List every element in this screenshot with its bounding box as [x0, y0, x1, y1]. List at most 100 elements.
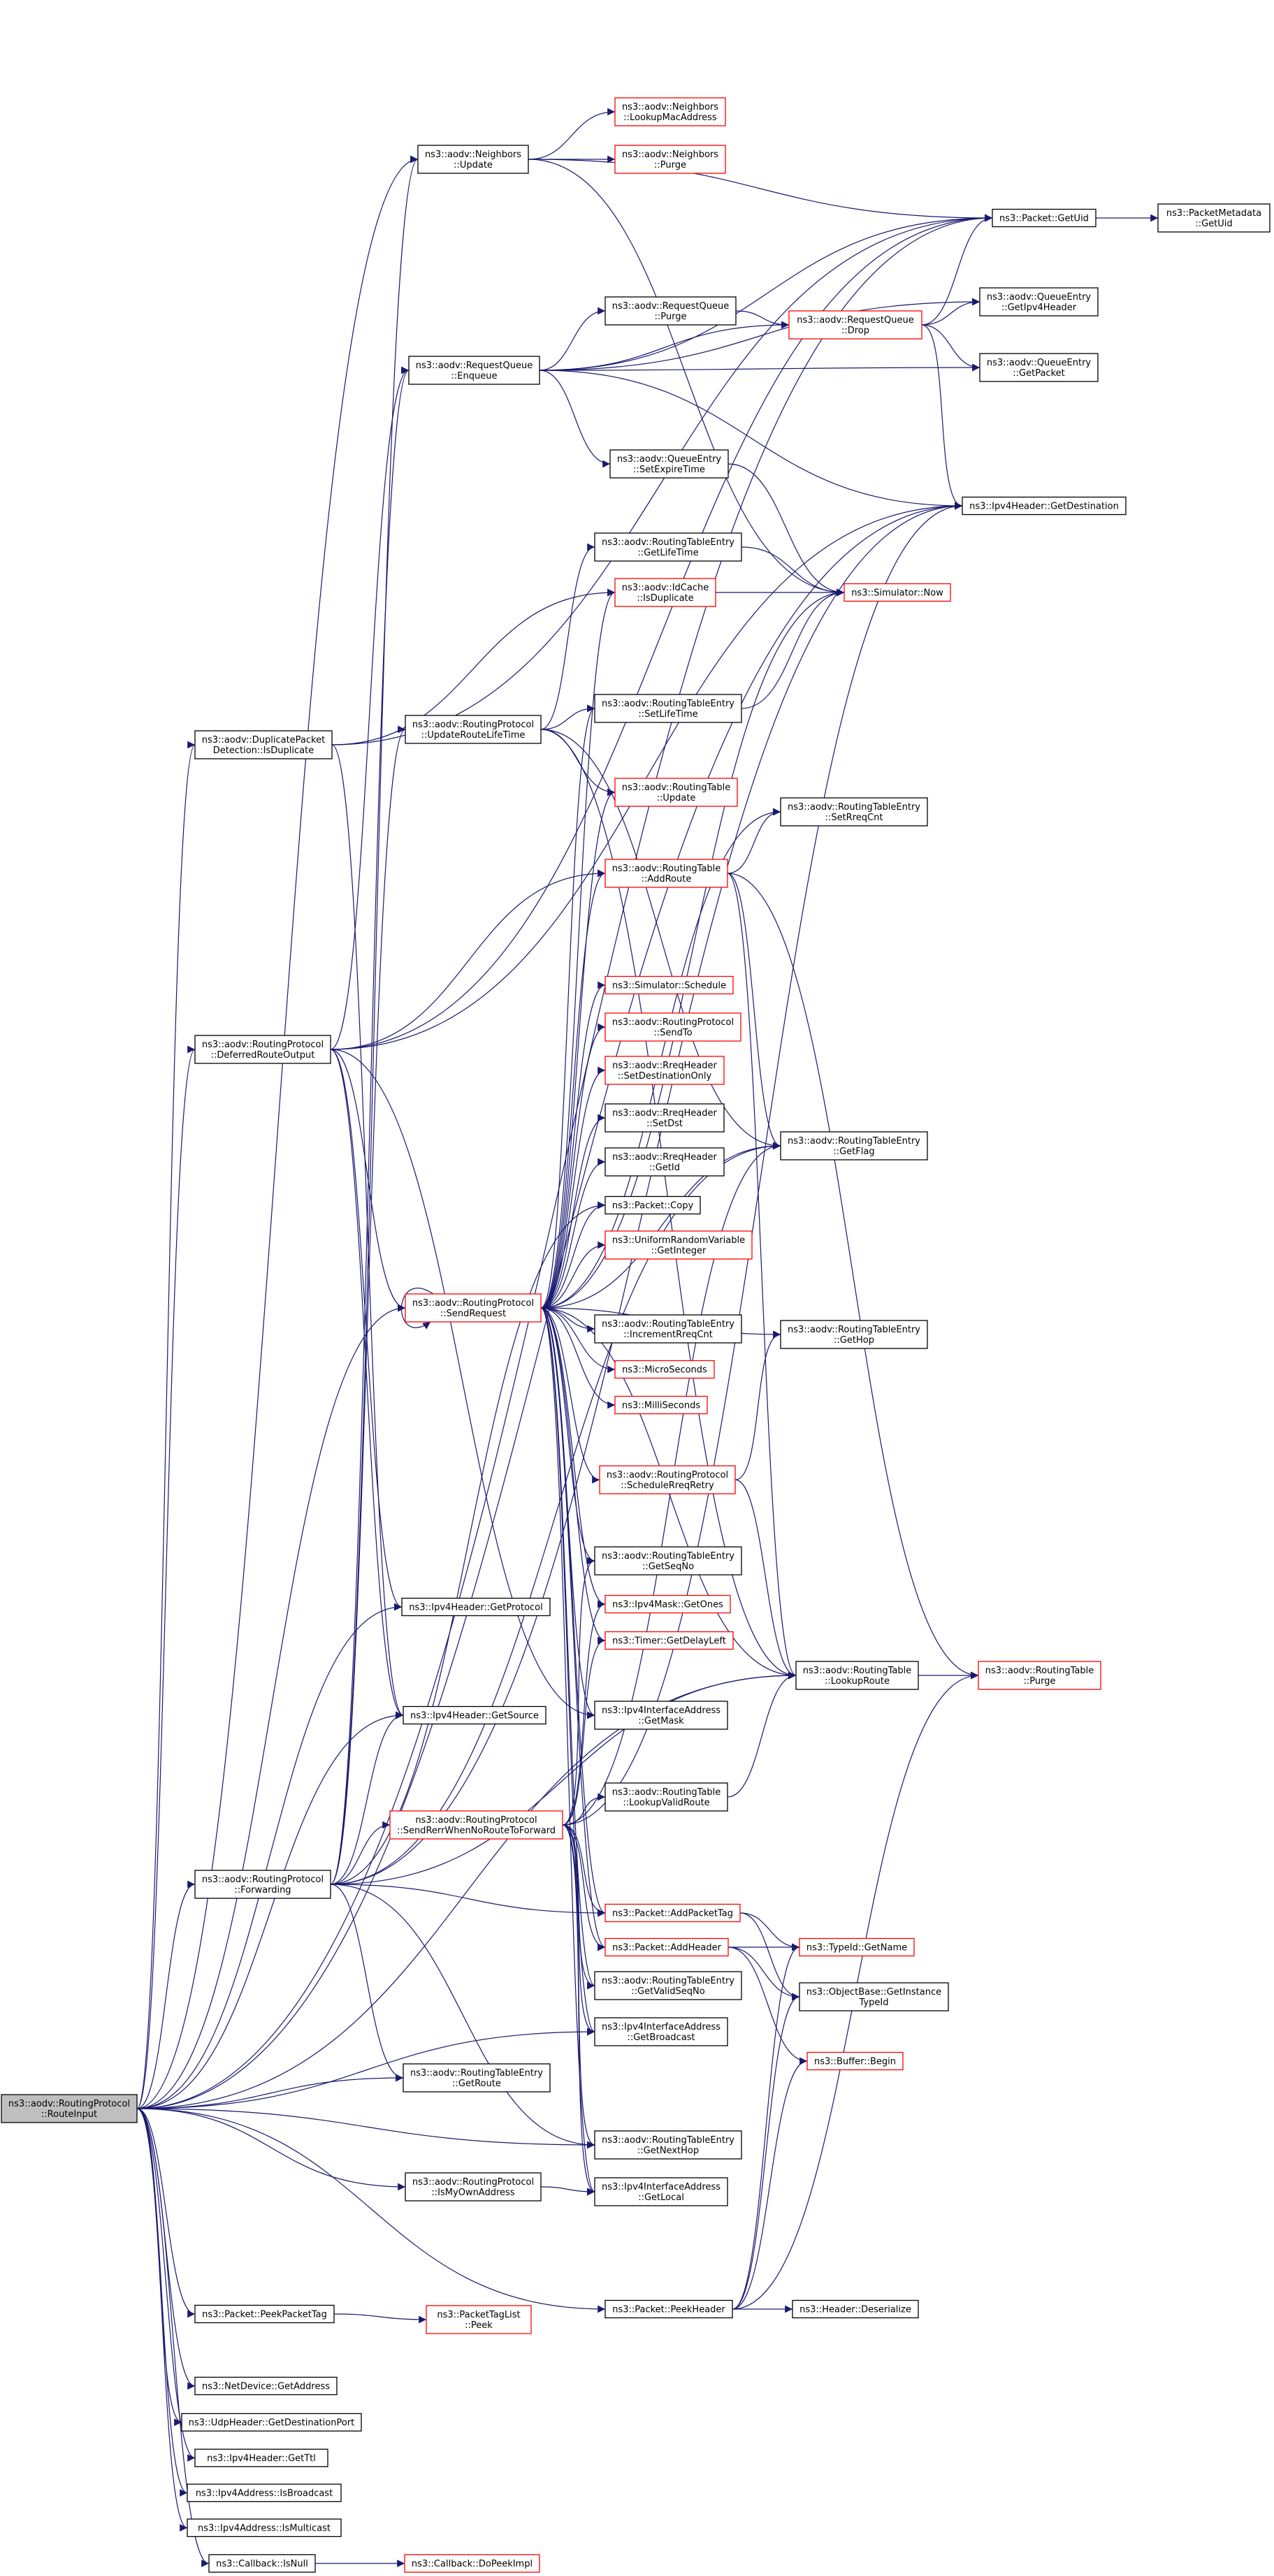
node-ifgetlocal[interactable]: ns3::Ipv4InterfaceAddress::GetLocal: [594, 2177, 728, 2206]
node-label-qegetpacket-1: ::GetPacket: [1013, 368, 1064, 379]
node-label-rqpurge-0: ns3::aodv::RequestQueue: [612, 301, 729, 312]
node-ismcast[interactable]: ns3::Ipv4Address::IsMulticast: [187, 2518, 342, 2538]
node-rreqgetid[interactable]: ns3::aodv::RreqHeader::GetId: [605, 1147, 725, 1177]
node-rtlookupvalid[interactable]: ns3::aodv::RoutingTable::LookupValidRout…: [605, 1782, 728, 1812]
node-rtaddroute[interactable]: ns3::aodv::RoutingTable::AddRoute: [605, 859, 728, 888]
edge-deferred-to-rtaddroute: [330, 869, 606, 1050]
edge-rqenqueue-to-getuid: [539, 214, 993, 371]
node-schedretry[interactable]: ns3::aodv::RoutingProtocol::ScheduleRreq…: [599, 1465, 736, 1494]
node-rreqsetdst[interactable]: ns3::aodv::RreqHeader::SetDst: [605, 1103, 725, 1133]
node-ifgetbcast[interactable]: ns3::Ipv4InterfaceAddress::GetBroadcast: [594, 2017, 728, 2046]
edge-sendreq-to-rtegetflag: [540, 1142, 781, 1309]
node-getdest[interactable]: ns3::Ipv4Header::GetDestination: [962, 496, 1127, 516]
node-label-nbpurge-1: ::Purge: [654, 160, 686, 170]
node-nblookup[interactable]: ns3::aodv::Neighbors::LookupMacAddress: [614, 97, 726, 126]
node-ismyown[interactable]: ns3::aodv::RoutingProtocol::IsMyOwnAddre…: [405, 2172, 542, 2202]
node-nbpurge[interactable]: ns3::aodv::Neighbors::Purge: [614, 145, 726, 174]
node-box-sendto: [605, 1012, 741, 1042]
node-typeidname[interactable]: ns3::TypeId::GetName: [799, 1937, 915, 1957]
node-rtegetlife[interactable]: ns3::aodv::RoutingTableEntry::GetLifeTim…: [594, 532, 742, 562]
node-qegetipv4[interactable]: ns3::aodv::QueueEntry::GetIpv4Header: [979, 287, 1099, 316]
node-addpkttag[interactable]: ns3::Packet::AddPacketTag: [605, 1903, 741, 1923]
node-label-rtegetnexthop-0: ns3::aodv::RoutingTableEntry: [602, 2135, 734, 2146]
node-ndgetaddr[interactable]: ns3::NetDevice::GetAddress: [194, 2376, 338, 2396]
node-label-rtegetseq-0: ns3::aodv::RoutingTableEntry: [602, 1551, 734, 1562]
node-urvgetint[interactable]: ns3::UniformRandomVariable::GetInteger: [605, 1230, 753, 1260]
node-peekpkttag[interactable]: ns3::Packet::PeekPacketTag: [194, 2304, 335, 2324]
node-label-rtegetvalidseq-1: ::GetValidSeqNo: [631, 1986, 704, 1997]
node-cbdopeek[interactable]: ns3::Callback::DoPeekImpl: [404, 2554, 540, 2573]
node-box-rreqgetid: [605, 1147, 725, 1177]
node-label-rqenqueue-0: ns3::aodv::RequestQueue: [416, 361, 533, 371]
node-qegetpacket[interactable]: ns3::aodv::QueueEntry::GetPacket: [979, 353, 1099, 382]
edge-forwarding-to-addpkttag: [330, 1884, 606, 1917]
node-nbupdate[interactable]: ns3::aodv::Neighbors::Update: [417, 145, 529, 174]
node-timerdelay[interactable]: ns3::Timer::GetDelayLeft: [605, 1631, 734, 1650]
edge-root-to-ismyown: [136, 2108, 406, 2191]
node-box-hdrdeser: [792, 2299, 919, 2319]
node-rtegetseq[interactable]: ns3::aodv::RoutingTableEntry::GetSeqNo: [594, 1546, 742, 1576]
node-box-maskgetones: [605, 1594, 731, 1614]
node-bufbegin[interactable]: ns3::Buffer::Begin: [806, 2051, 904, 2071]
node-ifgetmask[interactable]: ns3::Ipv4InterfaceAddress::GetMask: [594, 1701, 728, 1730]
node-box-udpgetport: [181, 2413, 362, 2432]
node-millisec[interactable]: ns3::MilliSeconds: [614, 1395, 708, 1415]
edge-addheader-to-bufbegin: [728, 1946, 808, 2065]
node-rqpurge[interactable]: ns3::aodv::RequestQueue::Purge: [605, 296, 737, 326]
node-label-schedretry-1: ::ScheduleRreqRetry: [621, 1480, 714, 1491]
node-box-rtlookupvalid: [605, 1782, 728, 1812]
node-label-schedretry-0: ns3::aodv::RoutingProtocol: [607, 1470, 728, 1480]
node-rtegetvalidseq[interactable]: ns3::aodv::RoutingTableEntry::GetValidSe…: [594, 1971, 742, 2000]
node-cbisnull[interactable]: ns3::Callback::IsNull: [208, 2554, 316, 2573]
node-rtesetrreq[interactable]: ns3::aodv::RoutingTableEntry::SetRreqCnt: [780, 797, 928, 827]
node-ptlpeek[interactable]: ns3::PacketTagList::Peek: [426, 2305, 532, 2334]
node-simsched[interactable]: ns3::Simulator::Schedule: [605, 975, 734, 995]
node-hdrdeser[interactable]: ns3::Header::Deserialize: [792, 2299, 919, 2319]
edge-root-to-cbisnull: [136, 2108, 210, 2568]
node-microsec[interactable]: ns3::MicroSeconds: [614, 1360, 715, 1379]
node-rtegetnexthop[interactable]: ns3::aodv::RoutingTableEntry::GetNextHop: [594, 2130, 742, 2160]
node-rtegethop[interactable]: ns3::aodv::RoutingTableEntry::GetHop: [780, 1320, 928, 1349]
node-getproto[interactable]: ns3::Ipv4Header::GetProtocol: [401, 1597, 551, 1617]
node-dupdetect[interactable]: ns3::aodv::DuplicatePacketDetection::IsD…: [194, 730, 333, 759]
node-forwarding[interactable]: ns3::aodv::RoutingProtocol::Forwarding: [194, 1870, 331, 1899]
node-rtlookup[interactable]: ns3::aodv::RoutingTable::LookupRoute: [795, 1661, 919, 1690]
node-rreqsetdo[interactable]: ns3::aodv::RreqHeader::SetDestinationOnl…: [605, 1056, 725, 1085]
node-rteincr[interactable]: ns3::aodv::RoutingTableEntry::IncrementR…: [594, 1314, 742, 1344]
edge-root-to-peekpkttag: [136, 2108, 196, 2318]
node-getuid[interactable]: ns3::Packet::GetUid: [992, 208, 1096, 228]
node-udpgetport[interactable]: ns3::UdpHeader::GetDestinationPort: [181, 2413, 362, 2432]
node-peekheader[interactable]: ns3::Packet::PeekHeader: [605, 2299, 733, 2319]
node-box-cbisnull: [208, 2554, 316, 2573]
node-rtegetroute[interactable]: ns3::aodv::RoutingTableEntry::GetRoute: [403, 2063, 551, 2093]
edge-sendrerr-to-maskgetones: [562, 1600, 606, 1826]
node-root[interactable]: ns3::aodv::RoutingProtocol::RouteInput: [1, 2094, 138, 2123]
node-getttl[interactable]: ns3::Ipv4Header::GetTtl: [194, 2448, 328, 2468]
node-pmgetuid[interactable]: ns3::PacketMetadata::GetUid: [1157, 203, 1271, 233]
node-sendrerr[interactable]: ns3::aodv::RoutingProtocol::SendRerrWhen…: [389, 1810, 563, 1840]
node-isbcast[interactable]: ns3::Ipv4Address::IsBroadcast: [187, 2483, 342, 2503]
node-box-qegetipv4: [979, 287, 1099, 316]
node-qesetexpire[interactable]: ns3::aodv::QueueEntry::SetExpireTime: [609, 449, 729, 479]
node-sendreq[interactable]: ns3::aodv::RoutingProtocol::SendRequest: [405, 1293, 542, 1323]
node-rqenqueue[interactable]: ns3::aodv::RequestQueue::Enqueue: [408, 356, 540, 385]
node-box-sendrerr: [389, 1810, 563, 1840]
node-pktcopy[interactable]: ns3::Packet::Copy: [605, 1195, 701, 1215]
node-getsource[interactable]: ns3::Ipv4Header::GetSource: [403, 1705, 546, 1725]
node-rtegetflag[interactable]: ns3::aodv::RoutingTableEntry::GetFlag: [780, 1131, 928, 1160]
node-rtesetlife[interactable]: ns3::aodv::RoutingTableEntry::SetLifeTim…: [594, 694, 742, 723]
node-maskgetones[interactable]: ns3::Ipv4Mask::GetOnes: [605, 1594, 731, 1614]
node-deferred[interactable]: ns3::aodv::RoutingProtocol::DeferredRout…: [194, 1035, 331, 1064]
node-rtupdate[interactable]: ns3::aodv::RoutingTable::Update: [614, 778, 738, 807]
node-sendto[interactable]: ns3::aodv::RoutingProtocol::SendTo: [605, 1012, 741, 1042]
node-simnow[interactable]: ns3::Simulator::Now: [844, 583, 951, 602]
node-rtpurge[interactable]: ns3::aodv::RoutingTable::Purge: [978, 1661, 1101, 1690]
node-box-rreqsetdo: [605, 1056, 725, 1085]
edge-root-to-forwarding: [136, 1880, 196, 2109]
node-addheader[interactable]: ns3::Packet::AddHeader: [605, 1937, 729, 1957]
node-idcache[interactable]: ns3::aodv::IdCache::IsDuplicate: [614, 578, 716, 607]
node-rqdrop[interactable]: ns3::aodv::RequestQueue::Drop: [788, 310, 922, 340]
node-box-getdest: [962, 496, 1127, 516]
node-updlife[interactable]: ns3::aodv::RoutingProtocol::UpdateRouteL…: [405, 715, 542, 744]
